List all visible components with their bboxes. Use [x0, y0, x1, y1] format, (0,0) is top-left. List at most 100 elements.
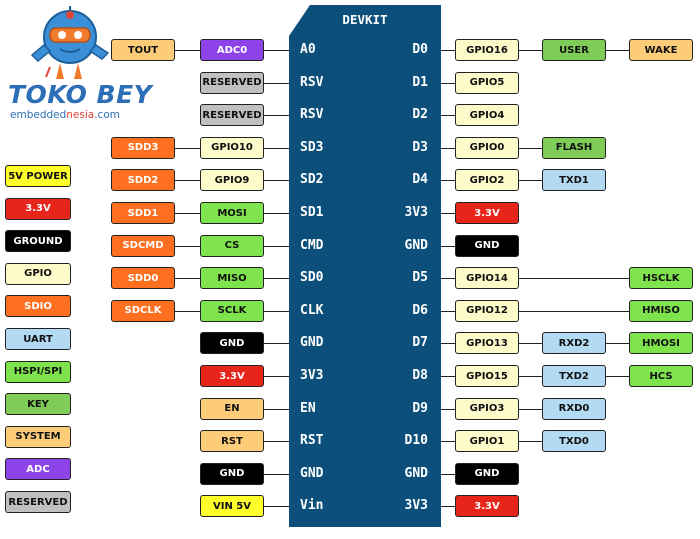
board-pin-left-rsv: RSV — [300, 74, 324, 90]
right-gpio2-label: GPIO2 — [455, 169, 519, 192]
board-title: DEVKIT — [342, 12, 388, 27]
left-tout-label: TOUT — [111, 39, 175, 61]
left-connector-line — [264, 441, 289, 442]
left-sdd0-label: SDD0 — [111, 267, 175, 290]
legend-hspi-spi: HSPI/SPI — [5, 360, 71, 383]
right-hsclk-label: HSCLK — [629, 267, 693, 290]
logo-subtitle-part2: nesia — [66, 109, 95, 121]
right-connector-line — [441, 115, 455, 116]
left-gpio9-label: GPIO9 — [200, 169, 264, 192]
right-gpio3-label: GPIO3 — [455, 397, 519, 420]
right-txd0-label: TXD0 — [542, 430, 606, 453]
right-gpio4-label: GPIO4 — [455, 104, 519, 127]
board-pin-left-gnd: GND — [300, 465, 324, 481]
logo-subtitle: embeddednesia.com — [10, 109, 120, 121]
board-pin-right-gnd: GND — [404, 237, 428, 253]
left-connector-line — [264, 83, 289, 84]
legend-adc: ADC — [5, 458, 71, 481]
left-gpio10-label: GPIO10 — [200, 136, 264, 159]
left-vin-5v-label: VIN 5V — [200, 495, 264, 518]
right-connector-line — [441, 311, 629, 312]
legend-sdio: SDIO — [5, 295, 71, 318]
right-rxd0-label: RXD0 — [542, 397, 606, 420]
right-gpio13-label: GPIO13 — [455, 332, 519, 355]
board-pin-right-d2: D2 — [412, 107, 428, 123]
board-pin-right-d0: D0 — [412, 42, 428, 57]
legend-ground: GROUND — [5, 230, 71, 253]
board-pin-right-d10: D10 — [404, 433, 428, 449]
right-hcs-label: HCS — [629, 365, 693, 387]
logo-subtitle-part1: embedded — [10, 109, 67, 121]
board-pin-left-rsv: RSV — [300, 107, 324, 123]
legend-system: SYSTEM — [5, 425, 71, 448]
right-connector-line — [441, 278, 629, 279]
right-wake-label: WAKE — [629, 39, 693, 61]
right-txd2-label: TXD2 — [542, 365, 606, 387]
left-gnd-label: GND — [200, 462, 264, 485]
left-gnd-label: GND — [200, 332, 264, 355]
board-pin-right-d8: D8 — [412, 368, 428, 383]
right-3-3v-label: 3.3V — [455, 495, 519, 518]
left-sdd3-label: SDD3 — [111, 136, 175, 159]
board-pin-right-3v3: 3V3 — [404, 498, 428, 514]
left-connector-line — [264, 409, 289, 410]
board-pin-left-cmd: CMD — [300, 237, 324, 253]
board-pin-right-d5: D5 — [412, 270, 428, 286]
right-connector-line — [441, 213, 455, 214]
legend-gpio: GPIO — [5, 262, 71, 285]
right-rxd2-label: RXD2 — [542, 332, 606, 355]
right-gpio14-label: GPIO14 — [455, 267, 519, 290]
right-hmosi-label: HMOSI — [629, 332, 693, 355]
right-gnd-label: GND — [455, 462, 519, 485]
right-connector-line — [441, 83, 455, 84]
board-pin-left-sd0: SD0 — [300, 270, 324, 286]
left-3-3v-label: 3.3V — [200, 365, 264, 387]
left-connector-line — [264, 506, 289, 507]
right-gpio5-label: GPIO5 — [455, 71, 519, 94]
right-3-3v-label: 3.3V — [455, 202, 519, 224]
right-gnd-label: GND — [455, 234, 519, 257]
legend-key: KEY — [5, 393, 71, 416]
right-gpio15-label: GPIO15 — [455, 365, 519, 387]
left-connector-line — [264, 474, 289, 475]
right-gpio1-label: GPIO1 — [455, 430, 519, 453]
left-connector-line — [264, 343, 289, 344]
left-sdd1-label: SDD1 — [111, 202, 175, 224]
board-pin-right-d3: D3 — [412, 139, 428, 155]
right-hmiso-label: HMISO — [629, 299, 693, 322]
logo-title: TOKO BEY — [8, 80, 153, 109]
right-connector-line — [441, 246, 455, 247]
board-pin-left-sd2: SD2 — [300, 172, 324, 188]
left-connector-line — [264, 376, 289, 377]
left-sdclk-label: SDCLK — [111, 299, 175, 322]
left-sclk-label: SCLK — [200, 299, 264, 322]
right-connector-line — [441, 343, 629, 344]
left-sdd2-label: SDD2 — [111, 169, 175, 192]
board-pin-left-gnd: GND — [300, 335, 324, 351]
board-pin-right-d9: D9 — [412, 400, 428, 416]
left-connector-line — [264, 115, 289, 116]
left-mosi-label: MOSI — [200, 202, 264, 224]
board-pin-left-rst: RST — [300, 433, 324, 449]
right-flash-label: FLASH — [542, 136, 606, 159]
legend-5v-power: 5V POWER — [5, 165, 71, 187]
right-txd1-label: TXD1 — [542, 169, 606, 192]
robot-mascot-icon — [30, 6, 110, 79]
legend-3-3v: 3.3V — [5, 197, 71, 220]
board-pin-right-d7: D7 — [412, 335, 428, 351]
right-gpio16-label: GPIO16 — [455, 39, 519, 61]
right-connector-line — [441, 376, 629, 377]
left-sdcmd-label: SDCMD — [111, 234, 175, 257]
board-pin-left-3v3: 3V3 — [300, 368, 324, 383]
left-rst-label: RST — [200, 430, 264, 453]
board-pin-left-sd3: SD3 — [300, 139, 324, 155]
board-pin-left-a0: A0 — [300, 42, 316, 57]
board-pin-left-en: EN — [300, 400, 316, 416]
right-connector-line — [441, 474, 455, 475]
legend-uart: UART — [5, 328, 71, 350]
left-adc0-label: ADC0 — [200, 39, 264, 61]
board-pin-left-vin: Vin — [300, 498, 324, 514]
board-pin-right-3v3: 3V3 — [404, 205, 428, 220]
